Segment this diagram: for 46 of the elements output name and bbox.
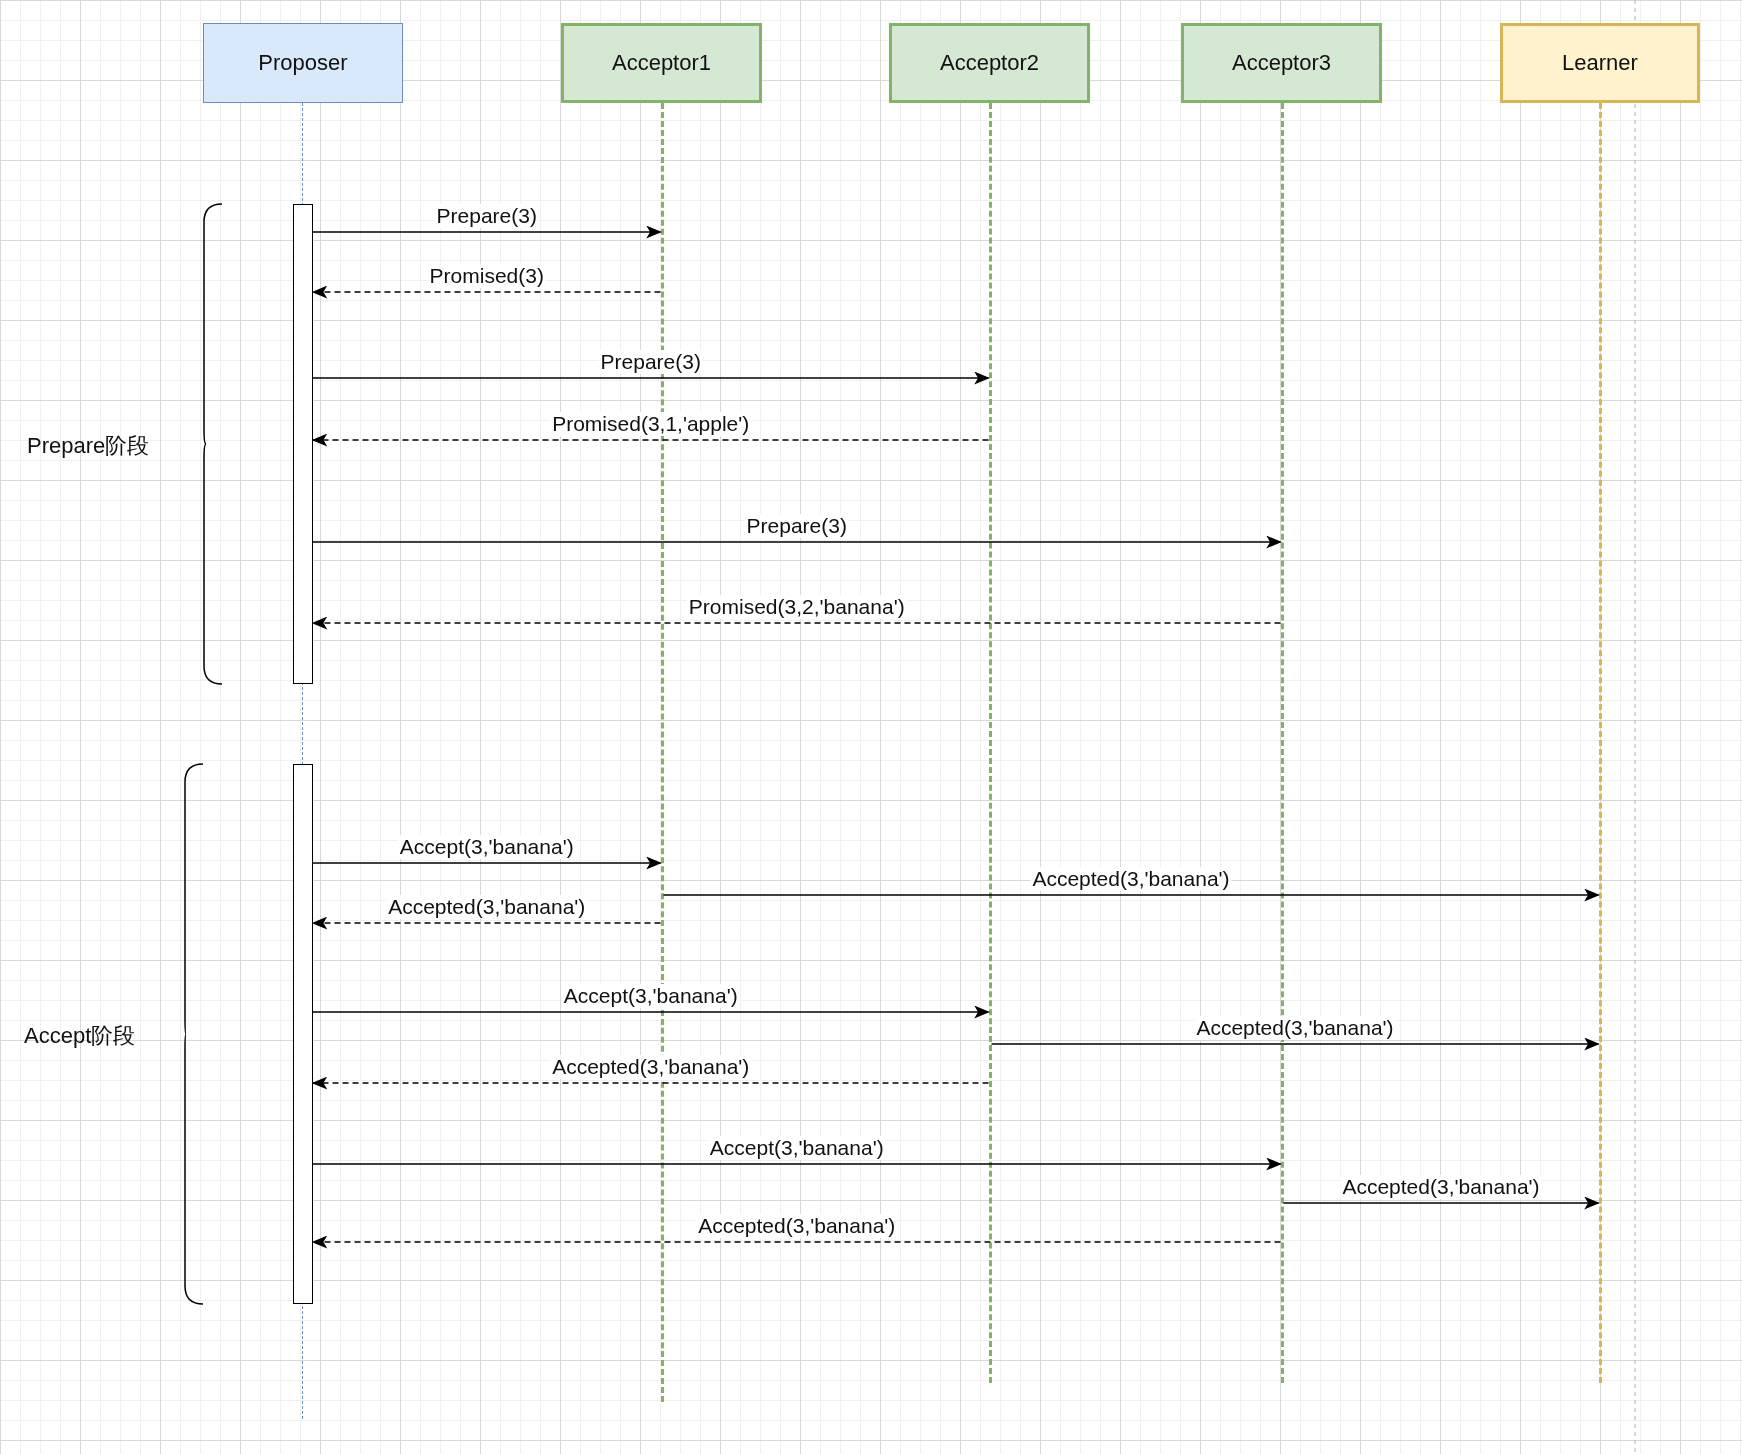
edge-label: Promised(3) xyxy=(427,264,546,288)
message-arrow xyxy=(311,285,662,299)
message-arrow xyxy=(311,1235,1282,1249)
edge-label: Accepted(3,'banana') xyxy=(1030,867,1232,891)
phase-label: Prepare阶段 xyxy=(27,432,150,460)
message-arrow xyxy=(311,616,1282,630)
message-arrow xyxy=(312,535,1282,549)
message-arrow xyxy=(311,916,662,930)
participant-name: Proposer xyxy=(258,50,348,76)
edge-label: Accepted(3,'banana') xyxy=(550,1055,752,1079)
activation-bar xyxy=(293,204,313,684)
edge-label: Accepted(3,'banana') xyxy=(696,1214,898,1238)
participant-box xyxy=(561,23,762,103)
participant-box xyxy=(203,23,403,103)
message-arrow xyxy=(312,856,662,870)
edge-label: Prepare(3) xyxy=(434,204,539,228)
phase-label: Accept阶段 xyxy=(24,1022,136,1050)
edge-label: Accept(3,'banana') xyxy=(707,1136,886,1160)
lifeline xyxy=(1598,103,1602,1383)
message-arrow xyxy=(312,1157,1282,1171)
participant-name: Acceptor3 xyxy=(1231,50,1332,76)
message-arrow xyxy=(312,1005,990,1019)
edge-label: Accepted(3,'banana') xyxy=(1340,1175,1542,1199)
participant-box xyxy=(889,23,1090,103)
participant-box xyxy=(1500,23,1700,103)
message-arrow xyxy=(990,1037,1600,1051)
participant-name: Learner xyxy=(1562,50,1638,76)
message-arrow xyxy=(311,1076,990,1090)
message-arrow xyxy=(312,371,990,385)
edge-label: Accepted(3,'banana') xyxy=(386,895,588,919)
message-arrow xyxy=(662,888,1600,902)
lifeline xyxy=(988,103,992,1383)
activation-bar xyxy=(293,764,313,1304)
participant-name: Acceptor1 xyxy=(611,50,712,76)
edge-label: Accept(3,'banana') xyxy=(561,984,740,1008)
edge-label: Accept(3,'banana') xyxy=(397,835,576,859)
participant-name: Acceptor2 xyxy=(939,50,1040,76)
edge-label: Prepare(3) xyxy=(744,514,849,538)
message-arrow xyxy=(311,433,990,447)
edge-label: Promised(3,1,'apple') xyxy=(550,412,752,436)
edge-label: Promised(3,2,'banana') xyxy=(686,595,907,619)
message-arrow xyxy=(312,225,662,239)
edge-label: Prepare(3) xyxy=(598,350,703,374)
edge-label: Accepted(3,'banana') xyxy=(1194,1016,1396,1040)
message-arrow xyxy=(1282,1196,1600,1210)
participant-box xyxy=(1181,23,1382,103)
